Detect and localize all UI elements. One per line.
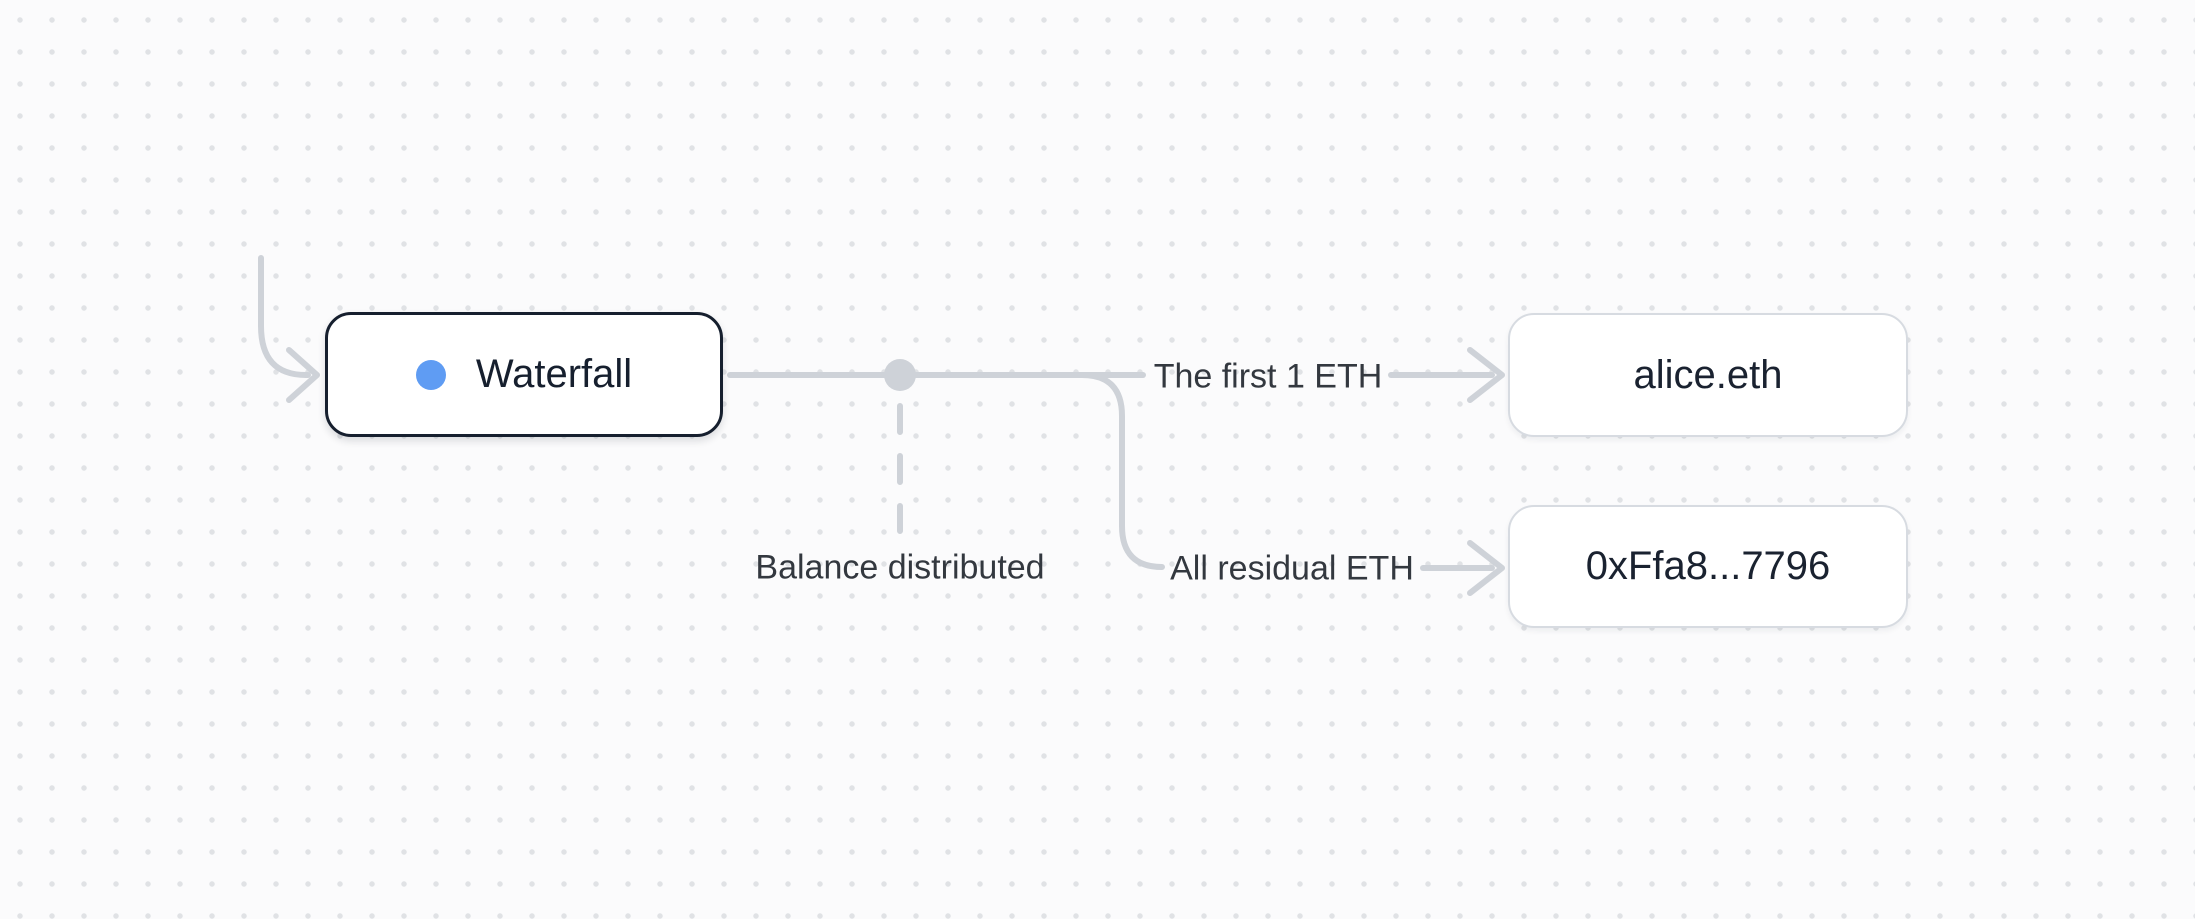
residual-tranche-label: All residual ETH [1170, 549, 1414, 588]
recipient-node-address-label: 0xFfa8...7796 [1585, 544, 1831, 588]
residual-branch-edge [1079, 372, 1165, 570]
eth-token-dot-icon [415, 359, 446, 390]
waterfall-node[interactable]: Waterfall [325, 312, 723, 437]
incoming-edge-arrowhead-icon [286, 347, 320, 403]
first-tranche-arrowhead-icon [1467, 347, 1505, 403]
first-tranche-label: The first 1 ETH [1153, 357, 1383, 396]
edge-junction-dot [884, 359, 916, 391]
recipient-node-alice[interactable]: alice.eth [1508, 313, 1908, 437]
residual-tranche-arrowhead-icon [1467, 540, 1505, 596]
balance-distributed-label: Balance distributed [755, 548, 1045, 587]
recipient-node-alice-label: alice.eth [1633, 352, 1783, 397]
waterfall-node-label: Waterfall [475, 352, 633, 396]
incoming-edge [258, 255, 311, 378]
recipient-node-address[interactable]: 0xFfa8...7796 [1508, 505, 1908, 628]
